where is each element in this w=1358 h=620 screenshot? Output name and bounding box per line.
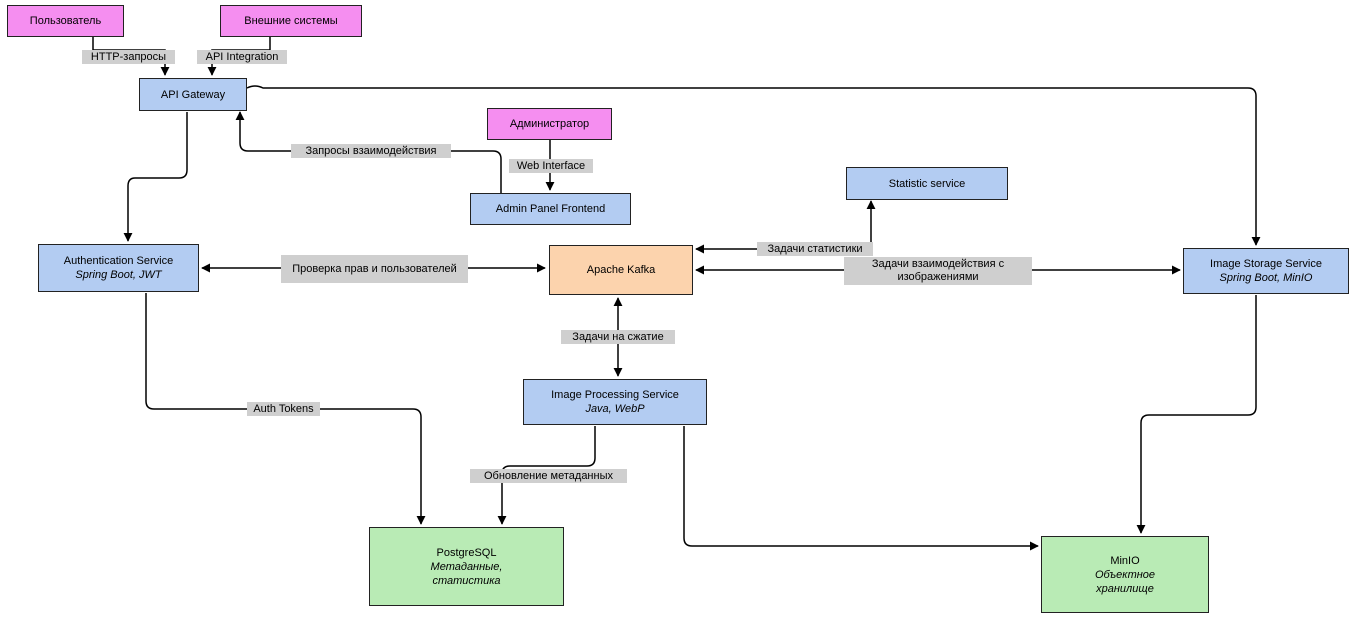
node-image-storage-service[interactable]: Image Storage Service Spring Boot, MinIO: [1183, 248, 1349, 294]
edge-label-stats-tasks: Задачи статистики: [757, 242, 873, 256]
node-authentication-service-title: Authentication Service: [63, 255, 174, 267]
node-image-storage-service-subtitle: Spring Boot, MinIO: [1219, 272, 1313, 284]
node-administrator[interactable]: Администратор: [487, 108, 612, 140]
node-admin-panel[interactable]: Admin Panel Frontend: [470, 193, 631, 225]
edge-label-interaction-requests: Запросы взаимодействия: [291, 144, 451, 158]
edge-gateway-image-storage: [246, 85, 1261, 246]
node-statistic-service-title: Statistic service: [888, 177, 966, 190]
node-api-gateway[interactable]: API Gateway: [139, 78, 247, 111]
node-minio[interactable]: MinIO Объектное хранилище: [1041, 536, 1209, 613]
node-apache-kafka-title: Apache Kafka: [586, 264, 656, 276]
node-postgresql-title: PostgreSQL: [436, 546, 497, 559]
node-image-processing-service-subtitle: Java, WebP: [585, 403, 645, 415]
node-administrator-title: Администратор: [509, 118, 590, 130]
edge-label-api-integration: API Integration: [197, 50, 287, 64]
edge-label-image-interaction: Задачи взаимодействия с изображениями: [844, 257, 1032, 285]
edge-label-auth-tokens: Auth Tokens: [247, 402, 320, 416]
node-image-storage-service-title: Image Storage Service: [1210, 258, 1322, 270]
node-postgresql-subtitle: Метаданные, статистика: [430, 560, 503, 587]
edge-label-metadata-update: Обновление метаданных: [470, 469, 627, 483]
edge-label-web-interface: Web Interface: [509, 159, 593, 173]
node-api-gateway-title: API Gateway: [160, 88, 226, 101]
node-authentication-service[interactable]: Authentication Service Spring Boot, JWT: [38, 244, 199, 292]
edge-label-rights-check: Проверка прав и пользователей: [281, 255, 468, 283]
node-user[interactable]: Пользователь: [7, 5, 124, 37]
node-external-systems[interactable]: Внешние системы: [220, 5, 362, 37]
edge-gateway-auth: [123, 112, 188, 242]
node-statistic-service[interactable]: Statistic service: [846, 167, 1008, 200]
node-authentication-service-subtitle: Spring Boot, JWT: [75, 269, 162, 281]
node-user-title: Пользователь: [29, 15, 102, 27]
edge-image-processing-minio: [683, 426, 1039, 551]
node-postgresql[interactable]: PostgreSQL Метаданные, статистика: [369, 527, 564, 606]
edge-image-storage-minio: [1136, 295, 1257, 534]
node-minio-title: MinIO: [1110, 554, 1140, 567]
edge-label-http-requests: HTTP-запросы: [82, 50, 175, 64]
node-minio-subtitle: Объектное хранилище: [1094, 568, 1156, 595]
node-external-systems-title: Внешние системы: [244, 15, 338, 27]
node-image-processing-service-title: Image Processing Service: [551, 389, 679, 401]
node-admin-panel-title: Admin Panel Frontend: [495, 203, 606, 215]
edge-label-compression-tasks: Задачи на сжатие: [561, 330, 675, 344]
node-apache-kafka[interactable]: Apache Kafka: [549, 245, 693, 295]
node-image-processing-service[interactable]: Image Processing Service Java, WebP: [523, 379, 707, 425]
